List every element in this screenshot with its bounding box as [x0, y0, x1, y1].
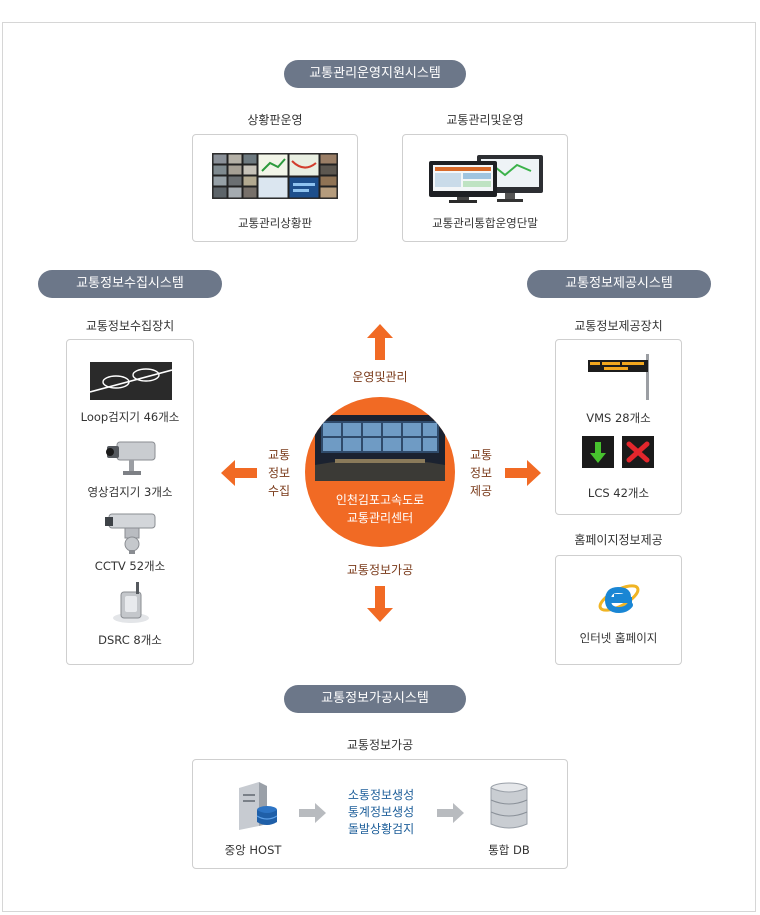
loop-detector-icon	[90, 362, 172, 400]
operation-box: 교통관리통합운영단말	[402, 134, 568, 242]
process-system-title: 교통정보가공시스템	[284, 685, 466, 713]
operation-label: 교통관리및운영	[446, 113, 524, 127]
center-right-label: 교통 정보 제공	[464, 446, 498, 500]
process-arrow-left-icon	[299, 803, 326, 823]
web-caption: 인터넷 홈페이지	[579, 631, 658, 645]
dsrc-caption: DSRC 8개소	[98, 633, 162, 647]
provide-device-box: VMS 28개소 LCS 42개소	[555, 339, 682, 515]
internet-explorer-icon	[598, 584, 640, 614]
left-label-line1: 교통	[267, 448, 291, 462]
diagram-frame	[2, 22, 756, 912]
loop-detector-caption: Loop검지기 46개소	[80, 410, 180, 424]
lane-control-signal-icon	[582, 436, 654, 468]
control-room-image	[315, 415, 445, 481]
arrow-down-icon	[367, 586, 393, 622]
process-box: 중앙 HOST 소통정보생성 통계정보생성 돌발상황검지 통합 DB	[192, 759, 568, 869]
operation-caption: 교통관리통합운영단말	[432, 216, 538, 230]
monitor-wall-icon	[212, 153, 338, 199]
arrow-right-icon	[505, 460, 541, 486]
step-traffic-info: 소통정보생성	[347, 788, 415, 802]
video-detector-icon	[106, 441, 156, 475]
center-top-label: 운영및관리	[352, 370, 408, 384]
database-icon	[490, 782, 528, 829]
dual-monitor-icon	[429, 155, 543, 203]
center-name-line1: 인천김포고속도로	[335, 493, 425, 507]
right-label-line2: 정보	[469, 466, 493, 480]
situation-board-label: 상황판운영	[247, 113, 303, 127]
right-label-line1: 교통	[469, 448, 493, 462]
cctv-caption: CCTV 52개소	[94, 559, 166, 573]
web-box: 인터넷 홈페이지	[555, 555, 682, 665]
support-system-title: 교통관리운영지원시스템	[284, 60, 466, 88]
provide-device-label: 교통정보제공장치	[574, 319, 663, 333]
lcs-caption: LCS 42개소	[587, 486, 650, 500]
web-label: 홈페이지정보제공	[574, 533, 663, 547]
process-steps: 소통정보생성 통계정보생성 돌발상황검지	[323, 787, 439, 838]
center-left-label: 교통 정보 수집	[262, 446, 296, 500]
center-circle: 인천김포고속도로 교통관리센터	[305, 397, 455, 547]
situation-board-caption: 교통관리상황판	[237, 216, 313, 230]
collect-system-title: 교통정보수집시스템	[38, 270, 222, 298]
center-bottom-label: 교통정보가공	[346, 563, 414, 577]
collect-device-box: Loop검지기 46개소 영상검지기 3개소 CCTV 52개소 DSRC 8개…	[66, 339, 194, 665]
cctv-camera-icon	[105, 513, 156, 554]
situation-board-box: 교통관리상황판	[192, 134, 358, 242]
right-label-line3: 제공	[469, 484, 493, 498]
host-caption: 중앙 HOST	[224, 843, 282, 857]
process-arrow-right-icon	[437, 803, 464, 823]
step-incident-detection: 돌발상황검지	[347, 822, 415, 836]
center-name-line2: 교통관리센터	[346, 511, 414, 525]
provide-system-title: 교통정보제공시스템	[527, 270, 711, 298]
vms-caption: VMS 28개소	[586, 411, 651, 425]
arrow-up-icon	[367, 324, 393, 360]
video-detector-caption: 영상검지기 3개소	[87, 485, 173, 499]
server-icon	[239, 782, 278, 830]
vms-sign-icon	[588, 354, 649, 400]
left-label-line2: 정보	[267, 466, 291, 480]
left-label-line3: 수집	[267, 484, 291, 498]
collect-device-label: 교통정보수집장치	[85, 319, 175, 333]
arrow-left-icon	[221, 460, 257, 486]
step-statistics: 통계정보생성	[347, 805, 415, 819]
dsrc-device-icon	[113, 582, 149, 623]
process-label: 교통정보가공	[346, 738, 414, 752]
db-caption: 통합 DB	[488, 843, 530, 857]
